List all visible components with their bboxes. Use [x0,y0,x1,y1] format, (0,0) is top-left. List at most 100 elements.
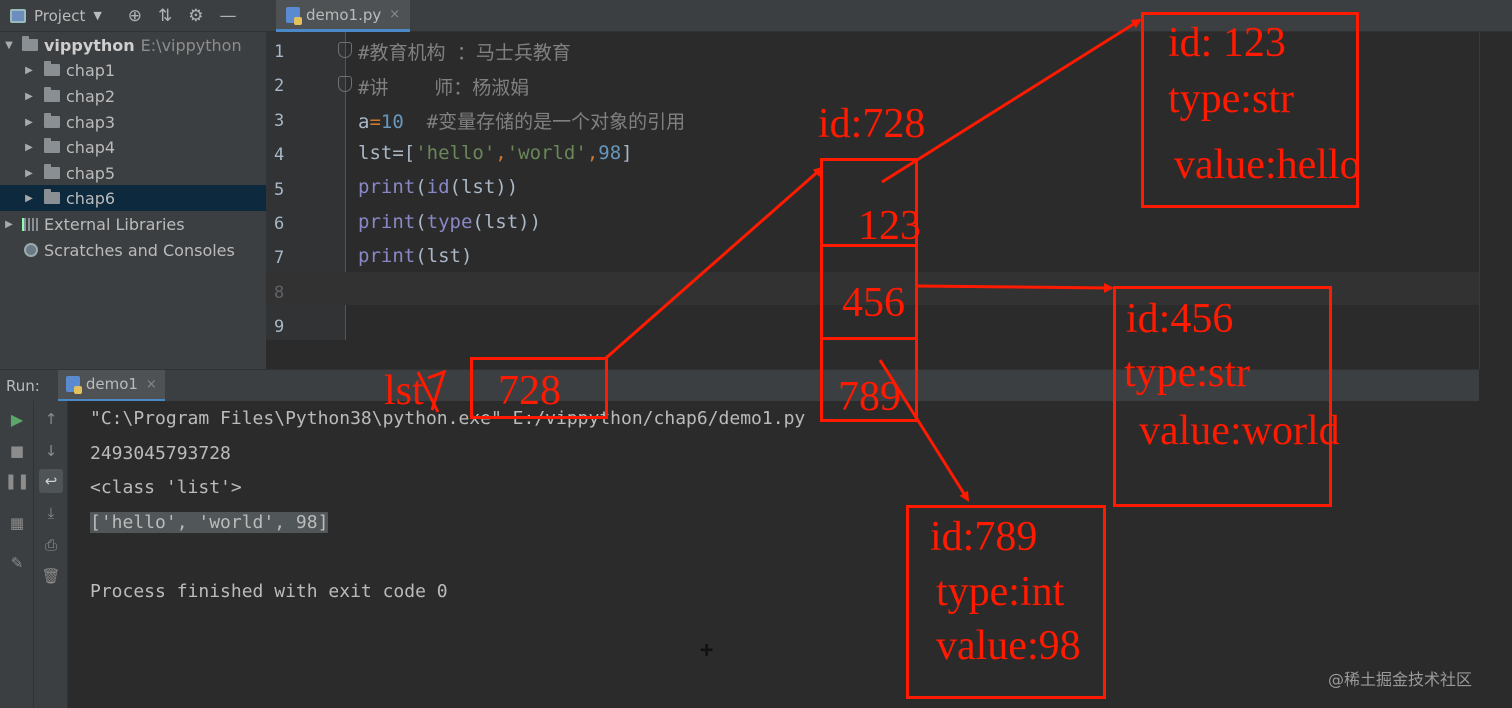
annotation-list-id: id:728 [818,101,926,147]
arrow-down-icon[interactable]: ↓ [44,442,58,460]
code-line-3: a=10 #变量存储的是一个对象的引用 [358,107,685,134]
chevron-down-icon[interactable]: ▼ [93,9,102,22]
tree-item-chap5[interactable]: ▶ chap5 [0,160,266,186]
console-selection: ['hello', 'world', 98] [90,512,329,533]
code-token: ( [415,211,427,233]
folder-icon [44,189,60,204]
code-token: , [586,142,599,164]
run-tab-label: demo1 [85,375,138,393]
code-token: ] [621,142,633,164]
code-line-1: #教育机构 ：马士兵教育 [358,42,571,64]
chevron-right-icon[interactable]: ▶ [25,192,33,204]
folder-icon [22,36,38,51]
tab-label: demo1.py [306,5,382,24]
chevron-right-icon[interactable]: ▶ [25,141,33,153]
annotation-list-box [820,158,918,422]
folder-icon [44,164,60,179]
collapse-icon[interactable]: ⇅ [158,5,173,26]
tree-item-chap1[interactable]: ▶ chap1 [0,57,266,83]
line-number: 2 [274,76,285,96]
line-number: 5 [274,180,285,200]
editor-scroll-stripe[interactable] [1479,32,1512,369]
code-token: , [495,142,507,164]
code-token: a [358,111,370,133]
line-number: 3 [274,111,285,131]
tab-demo1-py[interactable]: demo1.py × [276,0,411,32]
folder-icon [44,61,60,76]
annotation-list-cell: 456 [842,280,905,326]
chevron-right-icon[interactable]: ▶ [5,218,13,230]
chevron-right-icon[interactable]: ▶ [25,167,33,179]
console-line: "C:\Program Files\Python38\python.exe" E… [90,408,806,429]
scroll-to-end-icon[interactable]: ⤓ [47,504,55,522]
soft-wrap-icon[interactable]: ↩ [39,469,63,493]
code-token: ( [415,176,427,198]
line-number: 1 [274,42,285,62]
line-number-current: 8 [274,283,285,303]
annotation-object-box [1141,12,1359,208]
annotation-object-value: value:98 [936,623,1081,669]
annotation-object-type: type:str [1124,350,1250,396]
code-token: = [369,111,381,133]
chevron-right-icon[interactable]: ▶ [25,116,33,128]
code-token: 'hello' [415,142,496,164]
fold-icon[interactable] [338,76,352,92]
tree-item-chap2[interactable]: ▶ chap2 [0,83,266,109]
layout-icon[interactable]: ▦ [9,514,25,532]
fold-icon[interactable] [338,42,352,58]
line-number: 6 [274,214,285,234]
code-token: print [358,245,416,267]
tree-item-scratches[interactable]: Scratches and Consoles [0,237,266,263]
tree-item-chap6[interactable]: ▶ chap6 [0,185,266,211]
arrow-up-icon[interactable]: ↑ [44,410,58,428]
tree-item-label: vippython [44,35,135,55]
stop-icon[interactable]: ■ [9,442,25,460]
close-icon[interactable]: × [145,376,157,392]
print-icon[interactable]: ⎙ [44,536,57,554]
code-line-5: print(id(lst)) [358,176,518,198]
pause-icon[interactable]: ❚❚ [4,472,30,490]
tree-item-label: External Libraries [44,214,185,234]
tree-item-label: chap4 [66,137,116,157]
tree-item-root[interactable]: ▼ vippython E:\vippython [0,32,266,58]
folder-icon [44,87,60,102]
chevron-down-icon[interactable]: ▼ [5,39,13,51]
pin-icon[interactable]: ✎ [10,554,24,572]
tree-item-chap3[interactable]: ▶ chap3 [0,109,266,135]
run-toolbar-right: ↑ ↓ ↩ ⤓ ⎙ 🗑 [34,401,68,708]
code-line-4: lst=['hello','world',98] [358,142,633,164]
console-output[interactable] [68,401,1479,708]
annotation-object-value: value:world [1139,408,1340,454]
tree-item-label: chap1 [66,60,116,80]
chevron-right-icon[interactable]: ▶ [25,90,33,102]
locate-icon[interactable]: ⊕ [127,5,143,26]
console-line: 2493045793728 [90,443,231,464]
tree-item-label: chap6 [66,188,116,208]
close-icon[interactable]: × [389,7,401,22]
line-number: 9 [274,317,285,337]
gear-icon[interactable]: ⚙ [188,5,204,26]
trash-icon[interactable]: 🗑 [41,567,61,585]
annotation-object-type: type:int [936,569,1065,615]
tree-item-label: chap2 [66,86,116,106]
run-panel-header: Run: demo1 × [0,369,1479,402]
run-scroll-stripe[interactable] [1479,369,1512,708]
code-line-7: print(lst) [358,245,472,267]
code-token: (lst)) [472,211,542,233]
annotation-var-value: 728 [498,368,561,414]
annotation-object-id: id:456 [1126,296,1234,342]
run-tab-demo1[interactable]: demo1 × [57,369,165,402]
tree-item-chap4[interactable]: ▶ chap4 [0,134,266,160]
minimize-icon[interactable]: — [219,5,237,26]
code-line-2: #讲 师：杨淑娟 [358,77,530,99]
tree-item-external-libraries[interactable]: ▶ External Libraries [0,211,266,237]
tree-item-path: E:\vippython [140,35,242,55]
rerun-icon[interactable]: ▶ [10,409,24,429]
code-token: 'world' [506,142,587,164]
code-token: print [358,176,416,198]
chevron-right-icon[interactable]: ▶ [25,64,33,76]
code-token: lst=[ [358,142,416,164]
project-panel-title[interactable]: Project [34,6,86,25]
code-token: 10 [380,111,404,133]
code-token: 98 [598,142,622,164]
